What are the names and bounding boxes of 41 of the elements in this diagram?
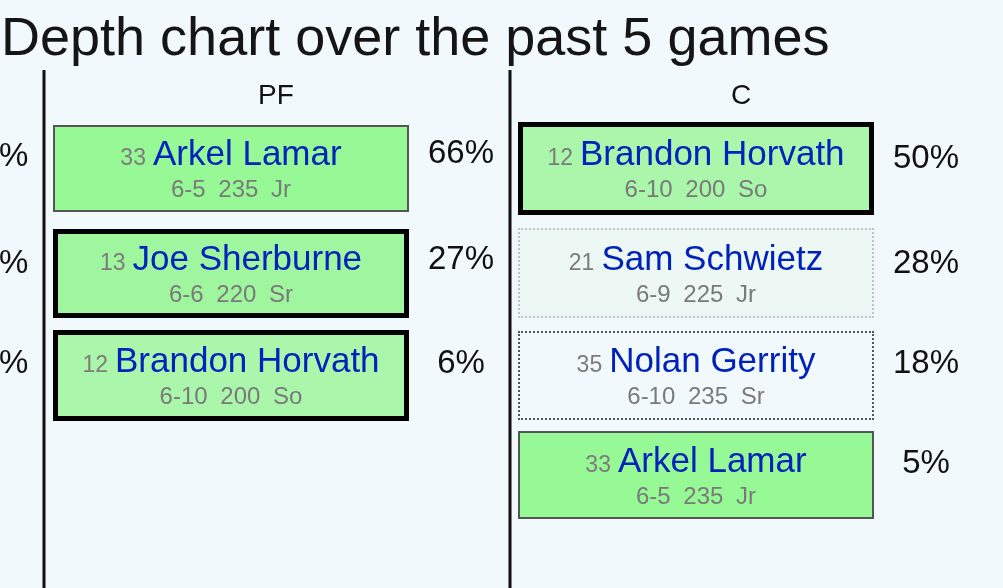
percentage-text: 28% [891,243,961,281]
player-stats: 6-5 235 Jr [170,174,292,204]
player-card [518,431,874,519]
jersey-number: 33 [120,143,146,171]
player-name: Brandon Horvath [115,340,380,380]
percentage-text: 5% [901,443,951,481]
player-name: Joe Sherburne [132,238,363,278]
player-stats: 6-5 235 Jr [635,480,757,511]
jersey-number: 12 [82,350,108,378]
percentage-text: 6% [436,343,486,381]
jersey-number: 35 [576,350,603,378]
player-stats: 6-10 235 Sr [627,381,765,411]
player-card [53,229,409,318]
percentage-text: % [0,136,29,174]
position-header: C [730,79,752,111]
player-stats: 6-9 225 Jr [635,278,757,309]
jersey-number: 33 [585,449,611,478]
player-card [518,122,874,215]
player-stats: 6-10 200 So [624,174,768,204]
player-card [53,330,409,421]
percentage-text: 27% [426,239,496,277]
position-header: PF [258,79,294,111]
player-card [518,331,874,420]
player-stats: 6-6 220 Sr [168,279,294,309]
player-name: Brandon Horvath [580,133,845,173]
percentage-text: % [0,243,29,281]
player-name: Sam Schwietz [601,237,824,278]
percentage-text: 18% [891,343,961,381]
chart-title: Depth chart over the past 5 games [1,6,830,66]
percentage-text: 50% [891,138,961,176]
player-name: Arkel Lamar [617,439,807,480]
player-card [518,228,874,318]
jersey-number: 21 [568,247,595,276]
percentage-text: 66% [426,133,496,171]
jersey-number: 13 [99,248,126,276]
jersey-number: 12 [547,143,573,171]
player-name: Arkel Lamar [152,133,342,173]
player-stats: 6-10 200 So [159,381,303,411]
player-card [53,125,409,212]
percentage-text: % [0,343,29,381]
player-name: Nolan Gerrity [609,340,816,380]
